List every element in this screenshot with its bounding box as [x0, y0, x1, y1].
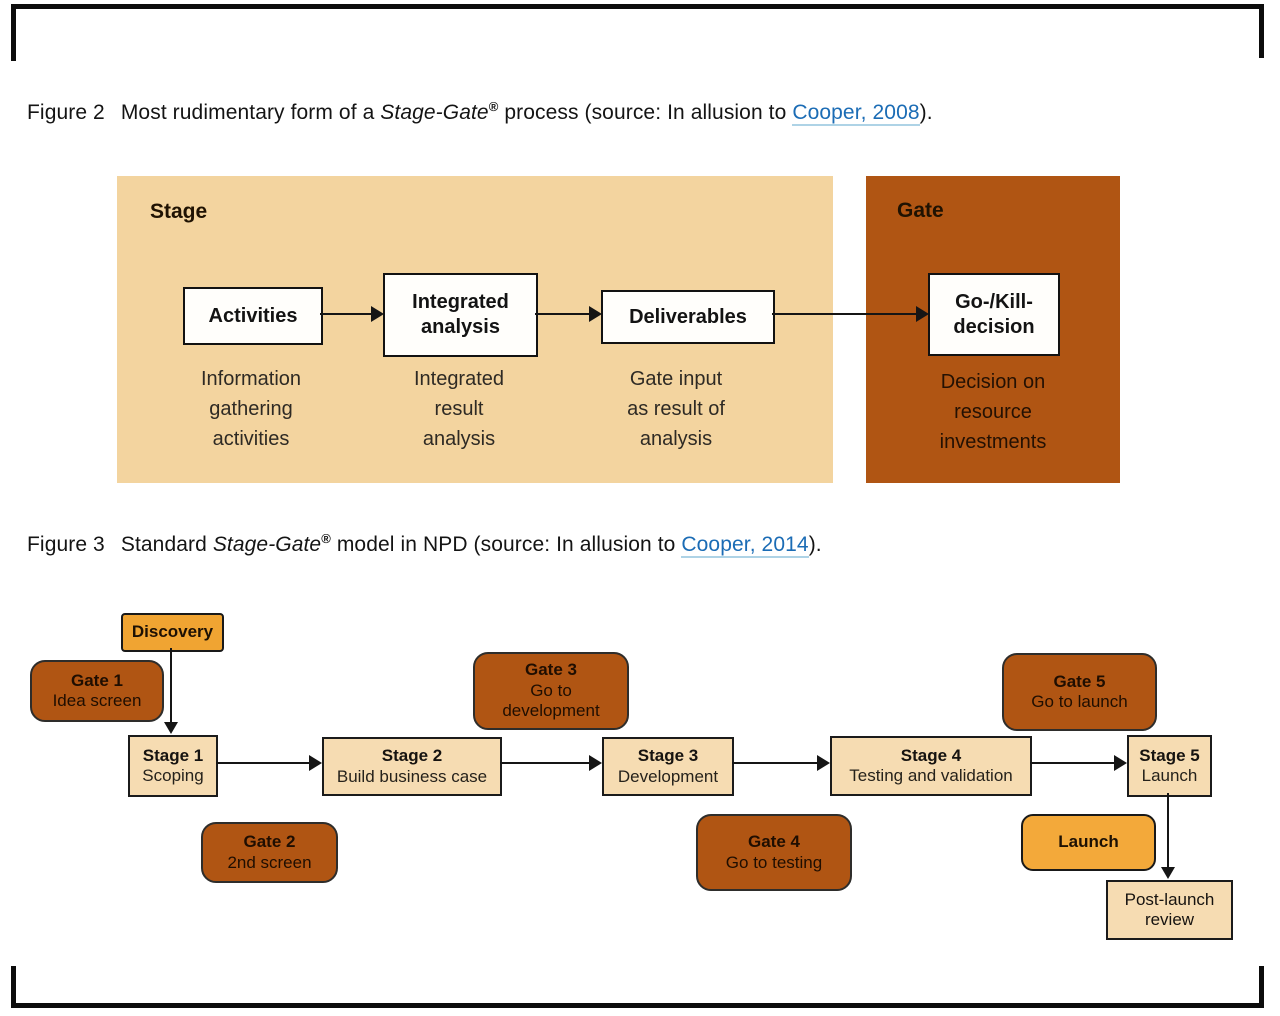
gate5-title: Gate 5	[1053, 671, 1106, 691]
decision-caption: Decision on resource investments	[939, 371, 1047, 453]
stage2-title: Stage 2	[381, 746, 443, 765]
stage3-title: Stage 3	[637, 746, 699, 765]
deliverables-caption: Gate input as result of analysis	[627, 368, 725, 450]
arrow-stage1-to-stage2	[216, 755, 322, 771]
frame-bottom-rule	[11, 1003, 1264, 1008]
frame-bottom-left-tick	[11, 966, 16, 1008]
arrow-analysis-to-deliverables	[535, 306, 602, 322]
figure2-diagram: Stage Gate Activities Integrated analysi…	[117, 176, 1120, 483]
stage1-title: Stage 1	[142, 745, 204, 765]
figure3-caption-text2: model in NPD (source: In allusion to	[330, 533, 682, 556]
gate-panel-title: Gate	[897, 199, 944, 222]
figure3-caption: Figure 3 Standard Stage-Gate® model in NP…	[27, 531, 822, 558]
figure2-caption-end: ).	[919, 101, 933, 124]
arrow-stage3-to-stage4	[732, 755, 830, 771]
cooper-2008-link[interactable]: Cooper, 2008	[792, 101, 920, 126]
gate3-subtitle: Go to development	[502, 680, 600, 721]
gate5-subtitle: Go to launch	[1031, 692, 1128, 711]
launch-node: Launch	[1021, 814, 1156, 871]
gate4-title: Gate 4	[748, 832, 800, 851]
gate5-node: Gate 5 Go to launch	[1002, 653, 1157, 731]
arrow-deliverables-to-decision	[772, 306, 929, 322]
activities-box: Activities	[183, 287, 323, 345]
arrow-discovery-to-stage1	[163, 648, 179, 734]
arrow-stage5-to-post-launch	[1160, 793, 1176, 879]
stage4-title: Stage 4	[900, 745, 962, 765]
stage-panel-title: Stage	[150, 200, 208, 223]
figure2-caption-label: Figure 2	[27, 101, 105, 124]
figure2-caption-text2: process (source: In allusion to	[498, 101, 793, 124]
cooper-2014-link[interactable]: Cooper, 2014	[681, 533, 809, 558]
gate3-node: Gate 3 Go to development	[473, 652, 629, 730]
frame-top-right-tick	[1259, 4, 1264, 58]
stage2-subtitle: Build business case	[336, 766, 488, 786]
post-launch-review-node: Post-launch review	[1106, 880, 1233, 940]
gate1-node: Gate 1 Idea screen	[30, 660, 164, 722]
figure3-caption-end: ).	[808, 533, 822, 556]
arrow-activities-to-analysis	[320, 306, 384, 322]
gate4-subtitle: Go to testing	[725, 852, 823, 872]
gate3-title: Gate 3	[525, 660, 577, 680]
figure2-caption-text: Most rudimentary form of a	[120, 101, 381, 124]
integrated-analysis-box: Integrated analysis	[383, 273, 538, 357]
frame-bottom-right-tick	[1259, 966, 1264, 1008]
stage1-subtitle: Scoping	[142, 766, 204, 785]
stage5-title: Stage 5	[1139, 745, 1200, 765]
gate2-subtitle: 2nd screen	[227, 852, 312, 872]
discovery-label: Discovery	[131, 622, 214, 642]
gate1-title: Gate 1	[71, 670, 123, 690]
frame-top-left-tick	[11, 4, 16, 61]
discovery-node: Discovery	[121, 613, 224, 652]
figure3-caption-label: Figure 3	[27, 533, 105, 556]
stage5-subtitle: Launch	[1141, 766, 1198, 785]
stage3-node: Stage 3 Development	[602, 737, 734, 796]
figure2-caption: Figure 2 Most rudimentary form of a Stage…	[27, 99, 933, 126]
gate4-node: Gate 4 Go to testing	[696, 814, 852, 891]
frame-top-rule	[11, 4, 1264, 9]
go-kill-decision-box: Go-/Kill- decision	[928, 273, 1060, 356]
stage4-node: Stage 4 Testing and validation	[830, 736, 1032, 796]
stage3-subtitle: Development	[617, 766, 719, 786]
registered-trademark-icon: ®	[321, 531, 331, 546]
activities-caption: Information gathering activities	[200, 368, 302, 450]
figure3-caption-italic: Stage-Gate	[212, 533, 322, 556]
analysis-caption: Integrated result analysis	[413, 368, 505, 450]
launch-label: Launch	[1058, 832, 1119, 852]
figure3-caption-text: Standard	[120, 533, 213, 556]
stage1-node: Stage 1 Scoping	[128, 735, 218, 797]
deliverables-box: Deliverables	[601, 290, 775, 344]
gate2-node: Gate 2 2nd screen	[201, 822, 338, 883]
stage2-node: Stage 2 Build business case	[322, 737, 502, 796]
stage4-subtitle: Testing and validation	[849, 766, 1013, 785]
figure2-caption-italic: Stage-Gate	[380, 101, 489, 124]
arrow-stage4-to-stage5	[1030, 755, 1127, 771]
post-launch-review-label: Post-launch review	[1124, 889, 1215, 930]
arrow-stage2-to-stage3	[500, 755, 602, 771]
stage5-node: Stage 5 Launch	[1127, 735, 1212, 797]
gate1-subtitle: Idea screen	[52, 691, 142, 710]
figure3-diagram: Discovery Gate 1 Idea screen Gate 3 Go t…	[0, 600, 1280, 950]
registered-trademark-icon: ®	[488, 99, 499, 114]
gate2-title: Gate 2	[243, 832, 296, 851]
